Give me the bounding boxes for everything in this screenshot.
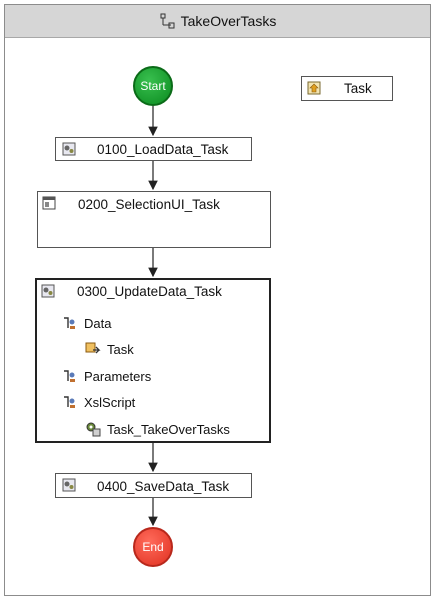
script-gear-icon: [86, 422, 101, 437]
workflow-icon: [160, 13, 175, 29]
xslscript-task-item[interactable]: Task_TakeOverTasks: [85, 421, 230, 437]
task-label-selection: 0200_SelectionUI_Task: [78, 197, 220, 212]
section-data-label: Data: [84, 315, 112, 331]
task-node-selection[interactable]: 0200_SelectionUI_Task: [37, 191, 271, 248]
data-task-item[interactable]: Task: [85, 341, 134, 357]
workflow-title-bar: TakeOverTasks: [5, 5, 430, 38]
section-parameters[interactable]: Parameters: [62, 368, 151, 384]
legend-task-node[interactable]: Task: [301, 76, 393, 101]
xslscript-task-label: Task_TakeOverTasks: [107, 421, 230, 437]
legend-task-label: Task: [344, 81, 372, 96]
task-node-update[interactable]: 0300_UpdateData_Task Data Task Parameter…: [35, 278, 271, 443]
workflow-title: TakeOverTasks: [180, 13, 277, 29]
section-xslscript[interactable]: XslScript: [62, 394, 135, 410]
gear-task-icon: [62, 142, 76, 156]
end-label: End: [142, 540, 164, 554]
gear-task-icon: [62, 478, 76, 492]
data-task-label: Task: [107, 341, 134, 357]
task-node-save[interactable]: 0400_SaveData_Task: [55, 473, 252, 498]
section-data[interactable]: Data: [62, 315, 111, 331]
section-xslscript-label: XslScript: [84, 394, 136, 410]
parameter-icon: [64, 370, 75, 382]
start-label: Start: [140, 79, 166, 93]
parameter-icon: [64, 396, 75, 408]
task-label-save: 0400_SaveData_Task: [97, 479, 230, 494]
task-label-update: 0300_UpdateData_Task: [77, 284, 222, 299]
task-folder-icon: [307, 81, 321, 95]
section-parameters-label: Parameters: [84, 368, 152, 384]
gear-task-icon: [41, 284, 55, 298]
task-node-load[interactable]: 0100_LoadData_Task: [55, 137, 252, 161]
window-task-icon: [42, 196, 56, 210]
task-label-load: 0100_LoadData_Task: [97, 142, 229, 157]
end-node[interactable]: End: [133, 527, 173, 567]
parameter-icon: [64, 317, 75, 329]
start-node[interactable]: Start: [133, 66, 173, 106]
task-link-icon: [85, 342, 101, 354]
